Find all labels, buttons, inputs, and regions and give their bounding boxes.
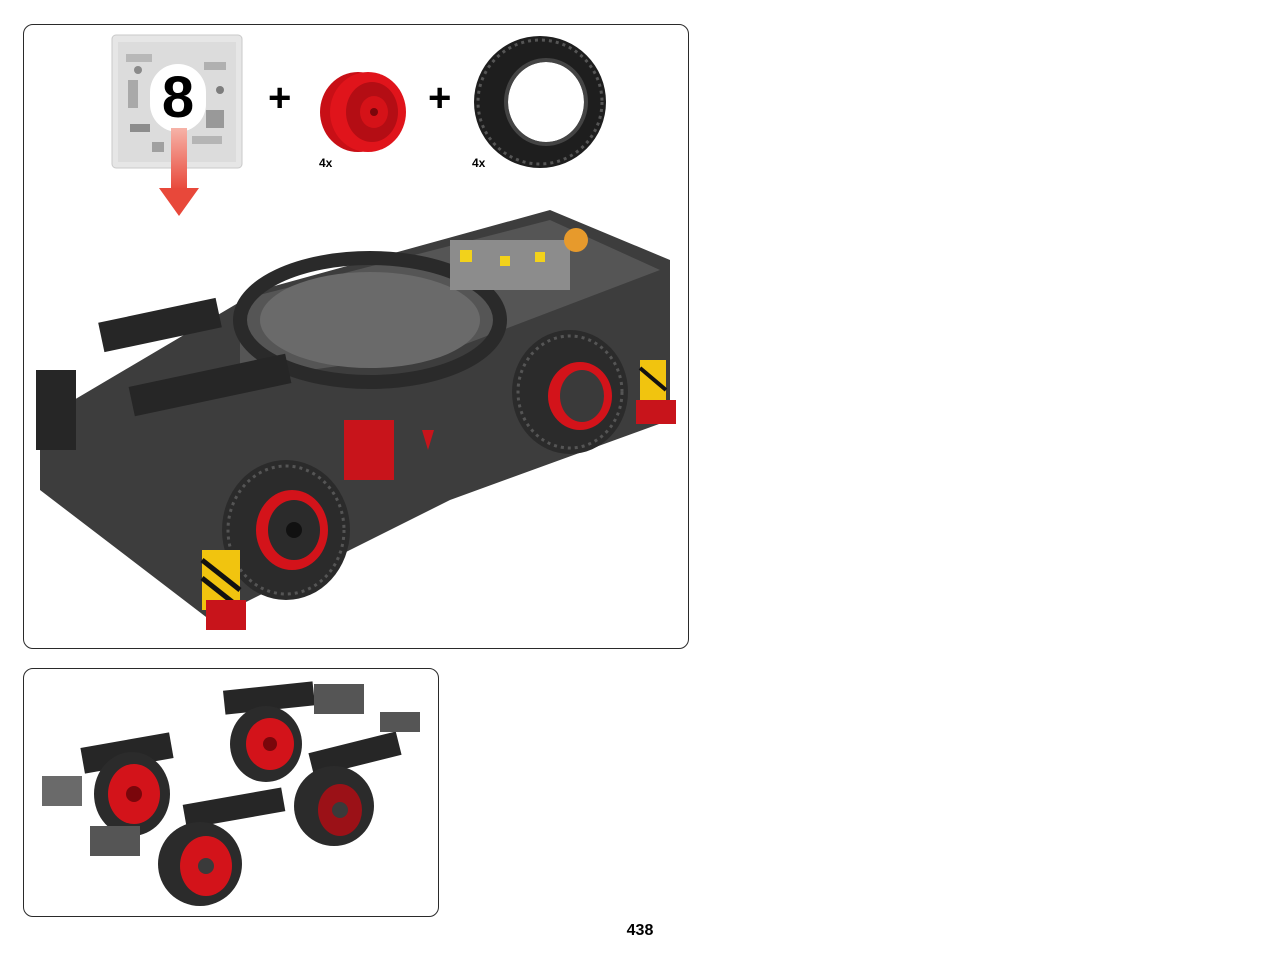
wheel-subassemblies-image (42, 681, 420, 906)
crane-chassis-model-image (36, 210, 676, 630)
plus-sign: + (268, 76, 292, 120)
bag-number: 8 (150, 64, 206, 132)
red-rim-part-image (320, 72, 406, 152)
plus-sign: + (428, 76, 452, 120)
page-number: 438 (626, 922, 654, 939)
down-arrow-icon (159, 128, 199, 216)
tire-part-image (474, 36, 606, 168)
rim-quantity: 4x (319, 156, 333, 170)
tire-quantity: 4x (472, 156, 486, 170)
